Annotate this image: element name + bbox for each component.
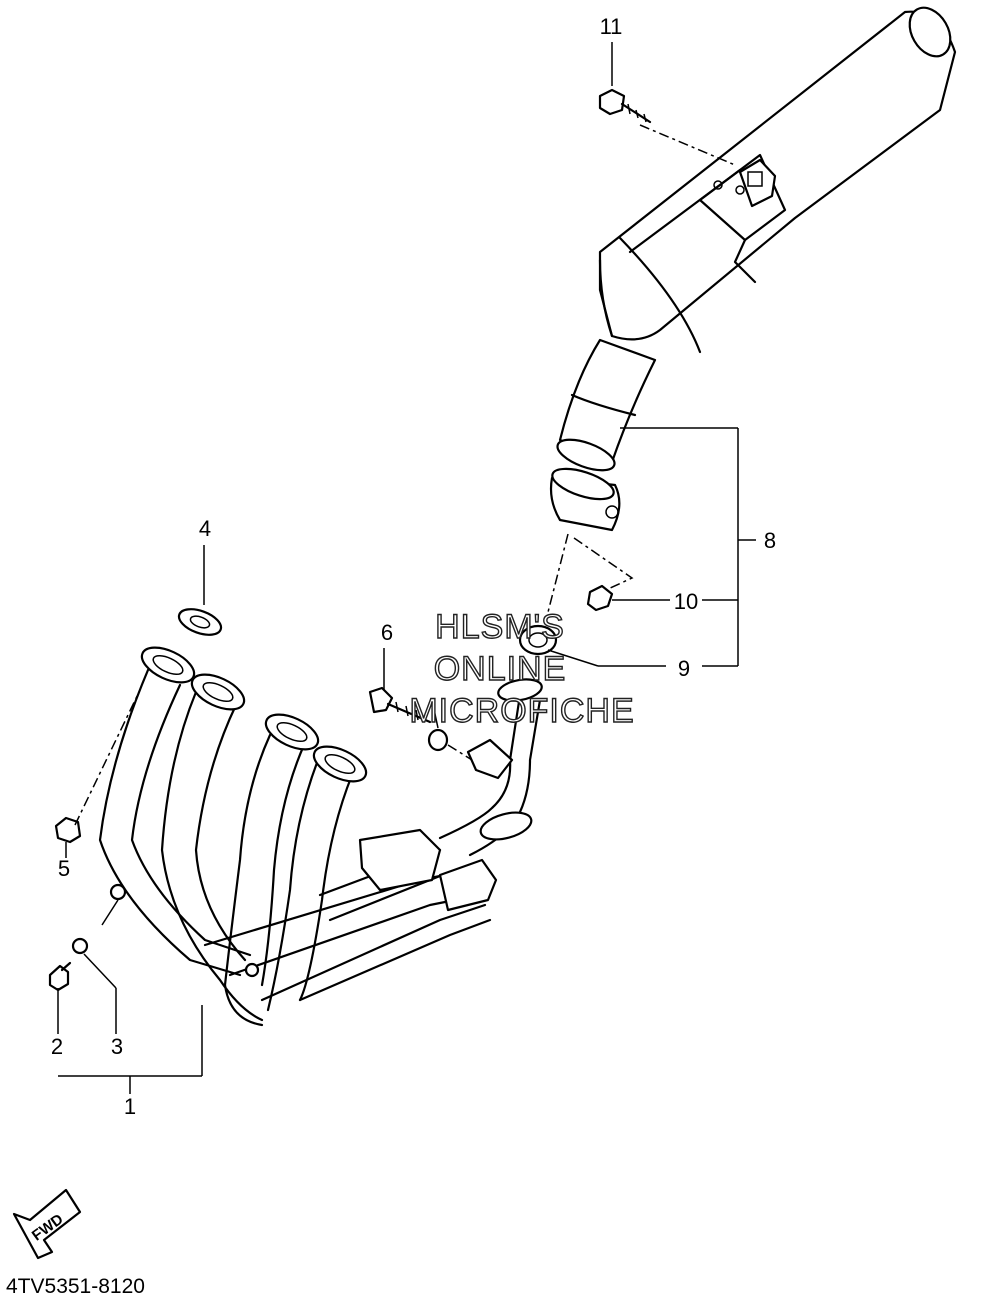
part-code: 4TV5351-8120 bbox=[6, 1275, 145, 1298]
callout-1: 1 bbox=[124, 1094, 136, 1119]
bolt-6 bbox=[368, 686, 432, 724]
bolt-2 bbox=[48, 961, 72, 992]
watermark: HLSM'S ONLINE MICROFICHE bbox=[409, 607, 635, 730]
connector-pipe bbox=[549, 338, 657, 532]
callout-10: 10 bbox=[674, 589, 698, 614]
exhaust-header-pipes bbox=[98, 646, 543, 1027]
bolt-11 bbox=[598, 88, 652, 124]
nut-1a bbox=[109, 883, 127, 901]
washer-3 bbox=[71, 937, 89, 955]
callout-labels: 1 2 3 4 5 6 8 9 10 11 bbox=[51, 14, 776, 1119]
callout-5: 5 bbox=[58, 856, 70, 881]
leader-lines bbox=[57, 42, 756, 1094]
bolt-5 bbox=[54, 816, 82, 844]
callout-8: 8 bbox=[764, 528, 776, 553]
callout-9: 9 bbox=[678, 656, 690, 681]
fwd-arrow-icon: FWD bbox=[12, 1188, 82, 1260]
muffler bbox=[598, 6, 957, 354]
callout-2: 2 bbox=[51, 1034, 63, 1059]
bolt-10 bbox=[586, 584, 614, 612]
gasket-9 bbox=[518, 624, 558, 656]
watermark-line-1: HLSM'S bbox=[435, 608, 565, 646]
gasket-4 bbox=[177, 608, 223, 636]
washer-6 bbox=[427, 728, 449, 752]
callout-11: 11 bbox=[600, 14, 623, 39]
callout-4: 4 bbox=[199, 516, 211, 541]
callout-3: 3 bbox=[111, 1034, 123, 1059]
watermark-line-2: ONLINE bbox=[434, 650, 567, 688]
callout-6: 6 bbox=[381, 620, 393, 645]
watermark-line-3: MICROFICHE bbox=[409, 692, 634, 730]
muffler-mount-bracket bbox=[738, 158, 777, 208]
